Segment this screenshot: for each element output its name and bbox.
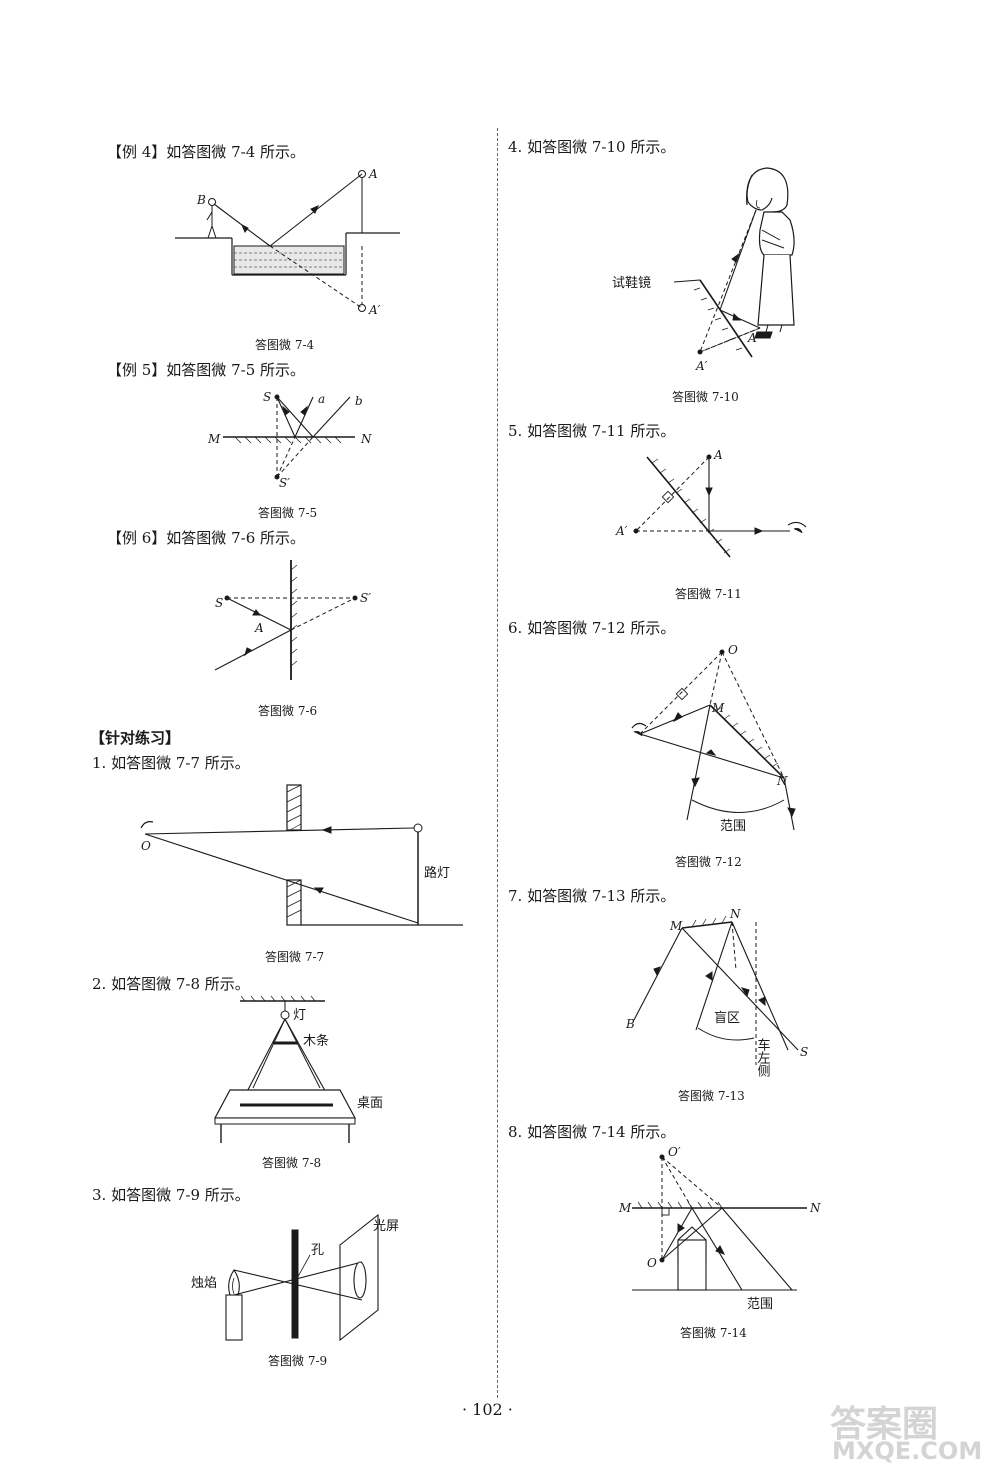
label-n: N — [360, 432, 372, 446]
label-b: B — [625, 1017, 635, 1031]
figure-7-13: M N B S 盲区 车左侧 — [625, 907, 808, 1077]
caption-7-5: 答图微 7-5 — [258, 506, 318, 520]
label-m: M — [711, 701, 725, 715]
label-a: a — [318, 392, 325, 406]
label-desk: 桌面 — [357, 1096, 383, 1111]
example-6-title: 【例 6】如答图微 7-6 所示。 — [107, 529, 306, 547]
label-o-prime: O′ — [668, 1145, 681, 1159]
watermark-brand: 答案圈 — [830, 1404, 939, 1445]
label-n: N — [776, 774, 788, 788]
caption-7-4: 答图微 7-4 — [255, 338, 315, 352]
practice-3-title: 3. 如答图微 7-9 所示。 — [92, 1186, 250, 1204]
practice-7-title: 7. 如答图微 7-13 所示。 — [508, 887, 676, 905]
page-number: · 102 · — [462, 1400, 513, 1419]
practice-8-title: 8. 如答图微 7-14 所示。 — [508, 1123, 676, 1141]
label-street-lamp: 路灯 — [424, 865, 450, 881]
figure-7-9: 光屏 孔 烛焰 — [191, 1213, 399, 1342]
figure-7-10: 试鞋镜 A A′ — [612, 167, 795, 373]
caption-7-8: 答图微 7-8 — [262, 1156, 322, 1170]
label-s-prime: S′ — [279, 476, 290, 490]
figure-7-12: O M N 范围 — [631, 643, 796, 834]
caption-7-11: 答图微 7-11 — [675, 587, 742, 601]
label-n: N — [729, 907, 741, 921]
label-b: b — [355, 394, 363, 408]
figure-7-4: B A A′ — [175, 167, 400, 317]
practice-1-title: 1. 如答图微 7-7 所示。 — [92, 754, 250, 772]
figure-7-7: O 路灯 — [140, 784, 463, 926]
caption-7-7: 答图微 7-7 — [265, 950, 325, 964]
label-a: A — [368, 167, 378, 181]
label-mirror: 试鞋镜 — [612, 275, 651, 291]
label-m: M — [669, 919, 683, 933]
label-s: S — [800, 1045, 808, 1059]
label-s-prime: S′ — [360, 591, 371, 605]
label-s: S — [215, 596, 223, 610]
caption-7-14: 答图微 7-14 — [680, 1326, 747, 1340]
label-a-prime: A′ — [368, 303, 381, 317]
label-car-left: 车左侧 — [755, 1037, 771, 1077]
caption-7-9: 答图微 7-9 — [268, 1354, 328, 1368]
label-m: M — [618, 1201, 632, 1215]
caption-7-13: 答图微 7-13 — [678, 1089, 745, 1103]
example-5-title: 【例 5】如答图微 7-5 所示。 — [107, 361, 306, 379]
example-4-title: 【例 4】如答图微 7-4 所示。 — [107, 143, 306, 161]
label-a: A — [254, 621, 264, 635]
practice-5-title: 5. 如答图微 7-11 所示。 — [508, 422, 676, 440]
figure-7-6: S S′ A — [214, 560, 371, 680]
label-a-prime: A′ — [695, 359, 708, 373]
label-o: O — [141, 839, 151, 853]
column-divider — [497, 128, 498, 1398]
label-range: 范围 — [747, 1297, 773, 1312]
figure-7-14: O′ M N O 范围 — [618, 1145, 821, 1312]
label-a: A — [747, 331, 757, 345]
caption-7-12: 答图微 7-12 — [675, 855, 742, 869]
label-m: M — [207, 432, 221, 446]
label-s: S — [263, 390, 271, 404]
label-b: B — [196, 193, 206, 207]
section-title: 【针对练习】 — [90, 729, 181, 747]
label-a: A — [713, 448, 723, 462]
watermark-url: MXQE.COM — [832, 1437, 983, 1465]
caption-7-6: 答图微 7-6 — [258, 704, 318, 718]
caption-7-10: 答图微 7-10 — [672, 390, 739, 404]
practice-2-title: 2. 如答图微 7-8 所示。 — [92, 975, 250, 993]
label-n: N — [809, 1201, 821, 1215]
label-o: O — [647, 1256, 657, 1270]
figure-7-5: S a b M N S′ — [207, 390, 372, 490]
label-lamp: 灯 — [293, 1008, 306, 1023]
label-a-prime: A′ — [615, 524, 628, 538]
label-blind: 盲区 — [714, 1010, 740, 1026]
label-range: 范围 — [720, 819, 746, 834]
practice-6-title: 6. 如答图微 7-12 所示。 — [508, 619, 676, 637]
practice-4-title: 4. 如答图微 7-10 所示。 — [508, 138, 676, 156]
label-bar: 木条 — [303, 1033, 329, 1049]
label-hole: 孔 — [311, 1243, 324, 1258]
figure-7-8: 灯 木条 桌面 — [213, 995, 383, 1143]
figure-7-11: A A′ — [615, 448, 807, 558]
label-flame: 烛焰 — [191, 1276, 217, 1291]
label-o: O — [728, 643, 738, 657]
label-screen: 光屏 — [373, 1219, 399, 1234]
